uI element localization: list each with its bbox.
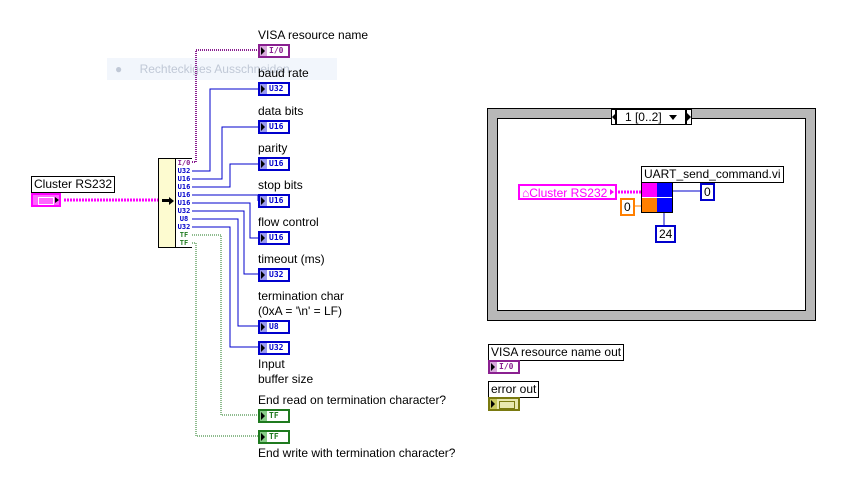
termchar-label: termination char [258,289,345,303]
endwrite-label: End write with termination character? [258,446,456,460]
right-arrow-icon [687,113,691,121]
timeout-label: timeout (ms) [258,252,325,266]
error-out-indicator[interactable] [488,397,520,411]
cluster-control[interactable] [31,193,61,207]
next-case-button[interactable] [686,109,692,125]
type-text: U32 [269,343,284,352]
parity-indicator[interactable]: U16 [258,157,290,171]
case-structure[interactable] [487,108,816,321]
stopbits-label: stop bits [258,178,303,192]
local-variable-cluster[interactable]: ⌂Cluster RS232 [518,184,618,200]
termchar-indicator[interactable]: U8 [258,320,290,334]
selector-value: 1 [0..2] [624,110,662,124]
subvi-icon-quadrant [657,198,672,212]
flow-wire [192,202,258,239]
local-var-label: Cluster RS232 [529,186,608,200]
baud-wire [192,88,258,172]
visa-label: VISA resource name [258,28,369,42]
type-text: U32 [269,84,284,93]
parity-wire [192,163,258,188]
endwrite-indicator[interactable]: TF [258,430,290,444]
buffer-label-line2: buffer size [258,372,314,386]
visa-wire [192,49,258,163]
cluster-label: Cluster RS232 [31,176,116,193]
type-text: U16 [269,196,284,205]
endread-wire [192,234,258,416]
output-arrow-icon [55,197,59,203]
prev-case-button[interactable] [611,109,616,125]
baud-indicator[interactable]: U32 [258,82,290,96]
error-out-label: error out [488,381,540,398]
type-text: U8 [269,322,279,331]
endwrite-wire [192,242,258,437]
endread-indicator[interactable]: TF [258,409,290,423]
left-arrow-icon [612,113,616,121]
buffer-indicator[interactable]: U32 [258,341,290,355]
type-text: TF [269,432,279,441]
house-icon: ⌂ [522,186,530,200]
subvi-label: UART_send_command.vi [641,166,784,183]
chevron-down-icon[interactable] [669,115,678,121]
cluster-icon [38,197,54,205]
subvi-icon-quadrant [642,198,657,212]
flow-indicator[interactable]: U16 [258,231,290,245]
buffer-wire [192,226,258,348]
subvi-icon-quadrant [642,183,657,197]
buffer-label: Input [258,357,285,371]
case-selector[interactable]: 1 [0..2] [616,109,686,125]
databits-indicator[interactable]: U16 [258,120,290,134]
flow-label: flow control [258,215,319,229]
visa-out-indicator[interactable]: I/0 [488,360,520,374]
type-text: U32 [269,270,284,279]
stopbits-indicator[interactable]: U16 [258,194,290,208]
output-arrow-icon [610,189,615,195]
databits-wire [192,126,258,180]
type-text: I/0 [269,46,284,55]
subvi-node[interactable] [641,182,673,213]
type-text: U16 [269,122,284,131]
unbundle-node[interactable]: I/0 U32 U16 U16 U16 U16 U32 U8 U32 TF TF [158,158,192,248]
case-diagram [497,118,806,311]
tooltip-overlay: ● Rechteckiges Ausschneiden [107,58,337,80]
timeout-wire [192,210,258,275]
const-bottom[interactable]: 24 [655,225,677,243]
visa-out-label: VISA resource name out [488,344,625,361]
parity-label: parity [258,141,288,155]
const-left[interactable]: 0 [620,198,635,216]
tooltip-text: Rechteckiges Ausschneiden [139,62,290,76]
const-right[interactable]: 0 [700,183,715,201]
termchar-wire [192,218,258,327]
subvi-icon-quadrant [657,183,672,197]
databits-label: data bits [258,104,304,118]
bullet-icon: ● [115,62,123,76]
arrow-head-icon [169,197,174,205]
timeout-indicator[interactable]: U32 [258,268,290,282]
cluster-icon [499,401,515,409]
endread-label: End read on termination character? [258,393,447,407]
type-text: I/0 [499,362,514,371]
termchar-label-line2: (0xA = '\n' = LF) [258,304,342,318]
visa-indicator[interactable]: I/0 [258,44,290,58]
arrow-icon [162,199,171,202]
type-text: U16 [269,233,284,242]
type-text: TF [269,411,279,420]
unbundle-row: TF [175,239,192,248]
type-text: U16 [269,159,284,168]
baud-label: baud rate [258,66,309,80]
